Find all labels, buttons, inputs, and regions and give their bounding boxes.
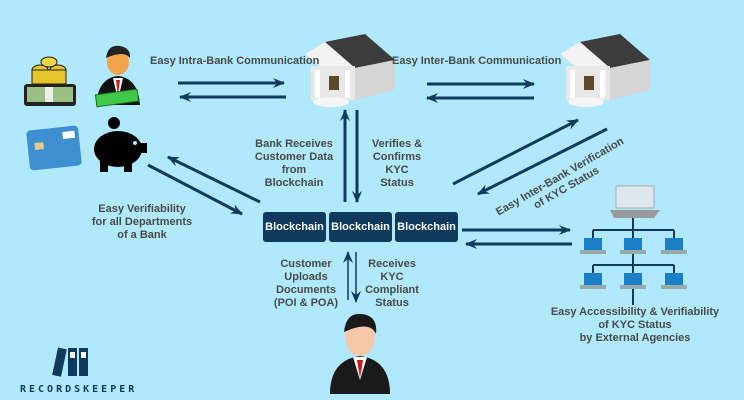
arrow-interbank-up xyxy=(452,118,579,186)
money-stack-icon xyxy=(24,56,76,106)
arrow-dept-down xyxy=(147,163,243,216)
binders-logo-icon xyxy=(52,347,88,377)
credit-card-icon xyxy=(26,125,82,171)
label-customer-uploads: Customer Uploads Documents (POI & POA) xyxy=(273,258,339,309)
arrow-dept-up xyxy=(167,155,261,204)
bank-building-icon xyxy=(560,34,650,107)
piggy-bank-icon xyxy=(94,117,147,172)
label-verifies: Verifies & Confirms KYC Status xyxy=(371,138,423,189)
banker-with-money-icon xyxy=(94,45,140,108)
label-external-agencies: Easy Accessibility & Verifiability of KY… xyxy=(550,306,720,344)
blockchain-block-3[interactable]: Blockchain xyxy=(395,212,458,242)
network-computers-icon xyxy=(580,185,687,305)
blockchain-block-2[interactable]: Blockchain xyxy=(329,212,392,242)
blockchain-block-1[interactable]: Blockchain xyxy=(263,212,326,242)
label-inter-bank: Easy Inter-Bank Communication xyxy=(392,55,562,67)
arrow-interbank-down xyxy=(477,127,608,196)
label-verifiability-depts: Easy Verifiability for all Departments o… xyxy=(91,203,193,241)
label-receives-kyc: Receives KYC Compliant Status xyxy=(365,258,419,309)
label-bank-receives: Bank Receives Customer Data from Blockch… xyxy=(254,138,334,189)
bank-building-icon xyxy=(305,34,395,107)
customer-person-icon xyxy=(330,313,390,394)
label-intra-bank: Easy Intra-Bank Communication xyxy=(150,55,320,67)
brand-logo-text: RECORDSKEEPER xyxy=(20,384,138,395)
